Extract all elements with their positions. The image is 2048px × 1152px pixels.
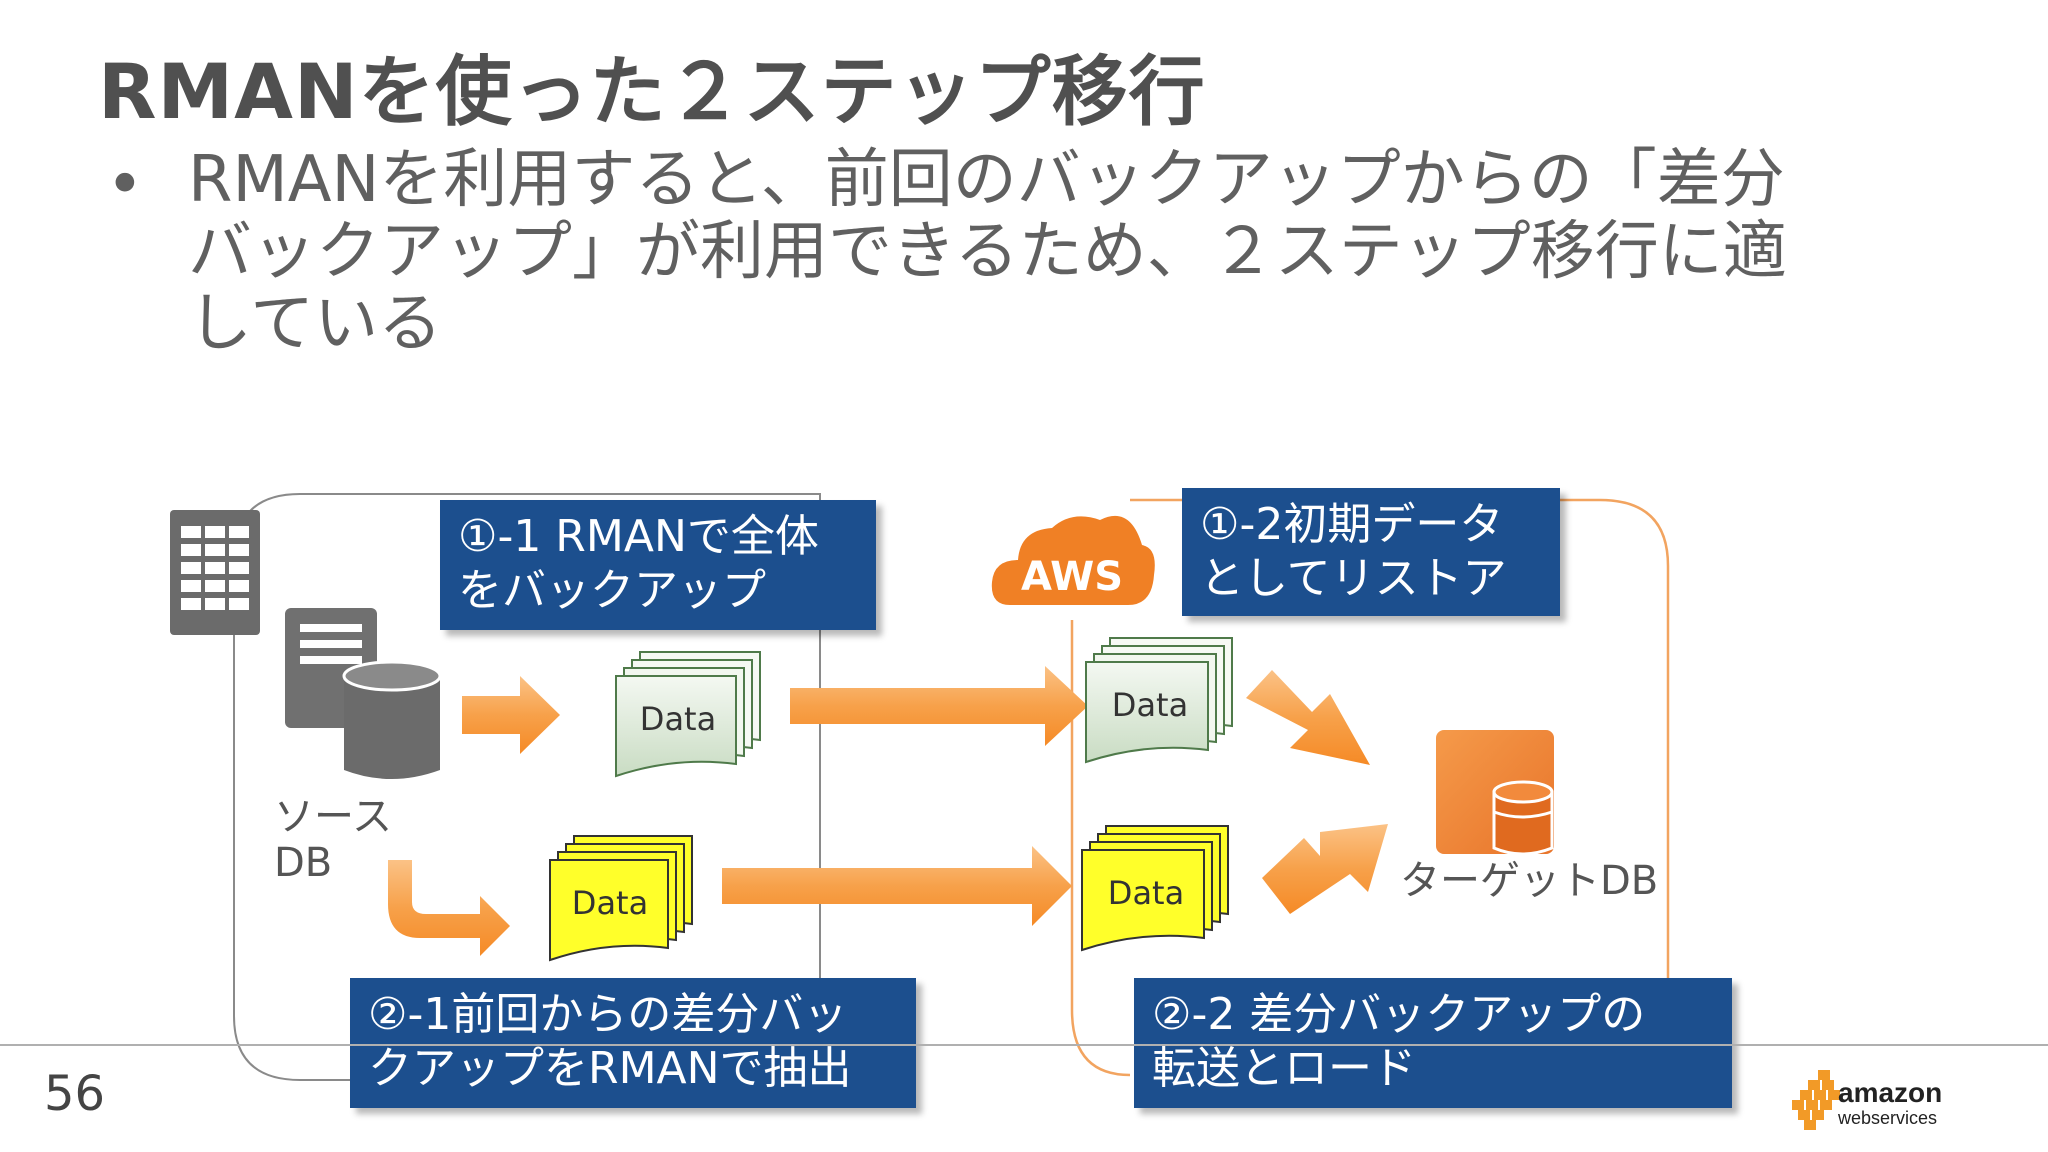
callout-step-2-1: ②-1前回からの差分バッ クアップをRMANで抽出 [350,978,916,1108]
rds-database-icon [1436,730,1554,856]
aws-cloud-icon: AWS [991,515,1155,605]
callout-line: ①-1 RMANで全体 [458,511,819,562]
callout-line: クアップをRMANで抽出 [368,1043,852,1094]
arrow-load-to-target [1262,824,1388,914]
data-label: Data [1112,686,1188,724]
data-label: Data [1108,874,1184,912]
logo-text-amazon: amazon [1838,1077,1942,1108]
aws-boundary [1070,498,1670,1077]
bullet-text: RMANを利用すると、前回のバックアップからの「差分 バックアップ」が利用できる… [188,144,1948,360]
arrow-restore-to-target [1246,670,1370,765]
amazon-web-services-logo: amazon webservices [1792,1070,1942,1130]
document-stack-icon-diff-backup-source: Data [549,835,693,962]
source-db-label-line: DB [274,840,333,886]
callout-line: 転送とロード [1152,1043,1416,1094]
bullet-line: している [188,287,443,361]
footer-divider [0,1044,2048,1046]
target-db-label: ターゲットDB [1400,858,1659,904]
data-label: Data [572,884,648,922]
callout-step-1-1: ①-1 RMANで全体 をバックアップ [440,500,876,630]
arrow-full-backup-transfer [790,666,1088,746]
document-stack-icon-full-backup-source: Data [615,651,761,778]
arrow-source-to-diff-backup [388,860,510,956]
data-label: Data [640,700,716,738]
database-server-icon [285,608,442,779]
bullet-line: バックアップ」が利用できるため、２ステップ移行に適 [188,215,1787,289]
onprem-boundary [233,493,821,1081]
logo-text-webservices: webservices [1837,1108,1937,1128]
slide-title: RMANを使った２ステップ移行 [98,47,1206,136]
building-icon [170,510,260,635]
arrow-source-to-full-backup [462,676,560,754]
document-stack-icon-diff-backup-aws: Data [1081,825,1229,952]
bullet-line: RMANを利用すると、前回のバックアップからの「差分 [188,143,1785,217]
arrow-diff-backup-transfer [722,846,1072,926]
callout-line: をバックアップ [458,565,766,616]
source-db-label-line: ソース [274,794,392,840]
callout-line: ②-2 差分バックアップの [1152,989,1646,1040]
callout-line: としてリストア [1200,553,1507,604]
callout-line: ①-2初期データ [1200,499,1504,550]
document-stack-icon-full-backup-aws: Data [1085,637,1233,764]
source-db-label: ソース DB [274,794,392,886]
aws-cloud-label: AWS [1021,554,1123,600]
page-number: 56 [44,1066,106,1122]
callout-line: ②-1前回からの差分バッ [368,989,848,1040]
callout-step-2-2: ②-2 差分バックアップの 転送とロード [1134,978,1732,1108]
callout-step-1-2: ①-2初期データ としてリストア [1182,488,1560,616]
bullet-marker: • [106,148,144,222]
